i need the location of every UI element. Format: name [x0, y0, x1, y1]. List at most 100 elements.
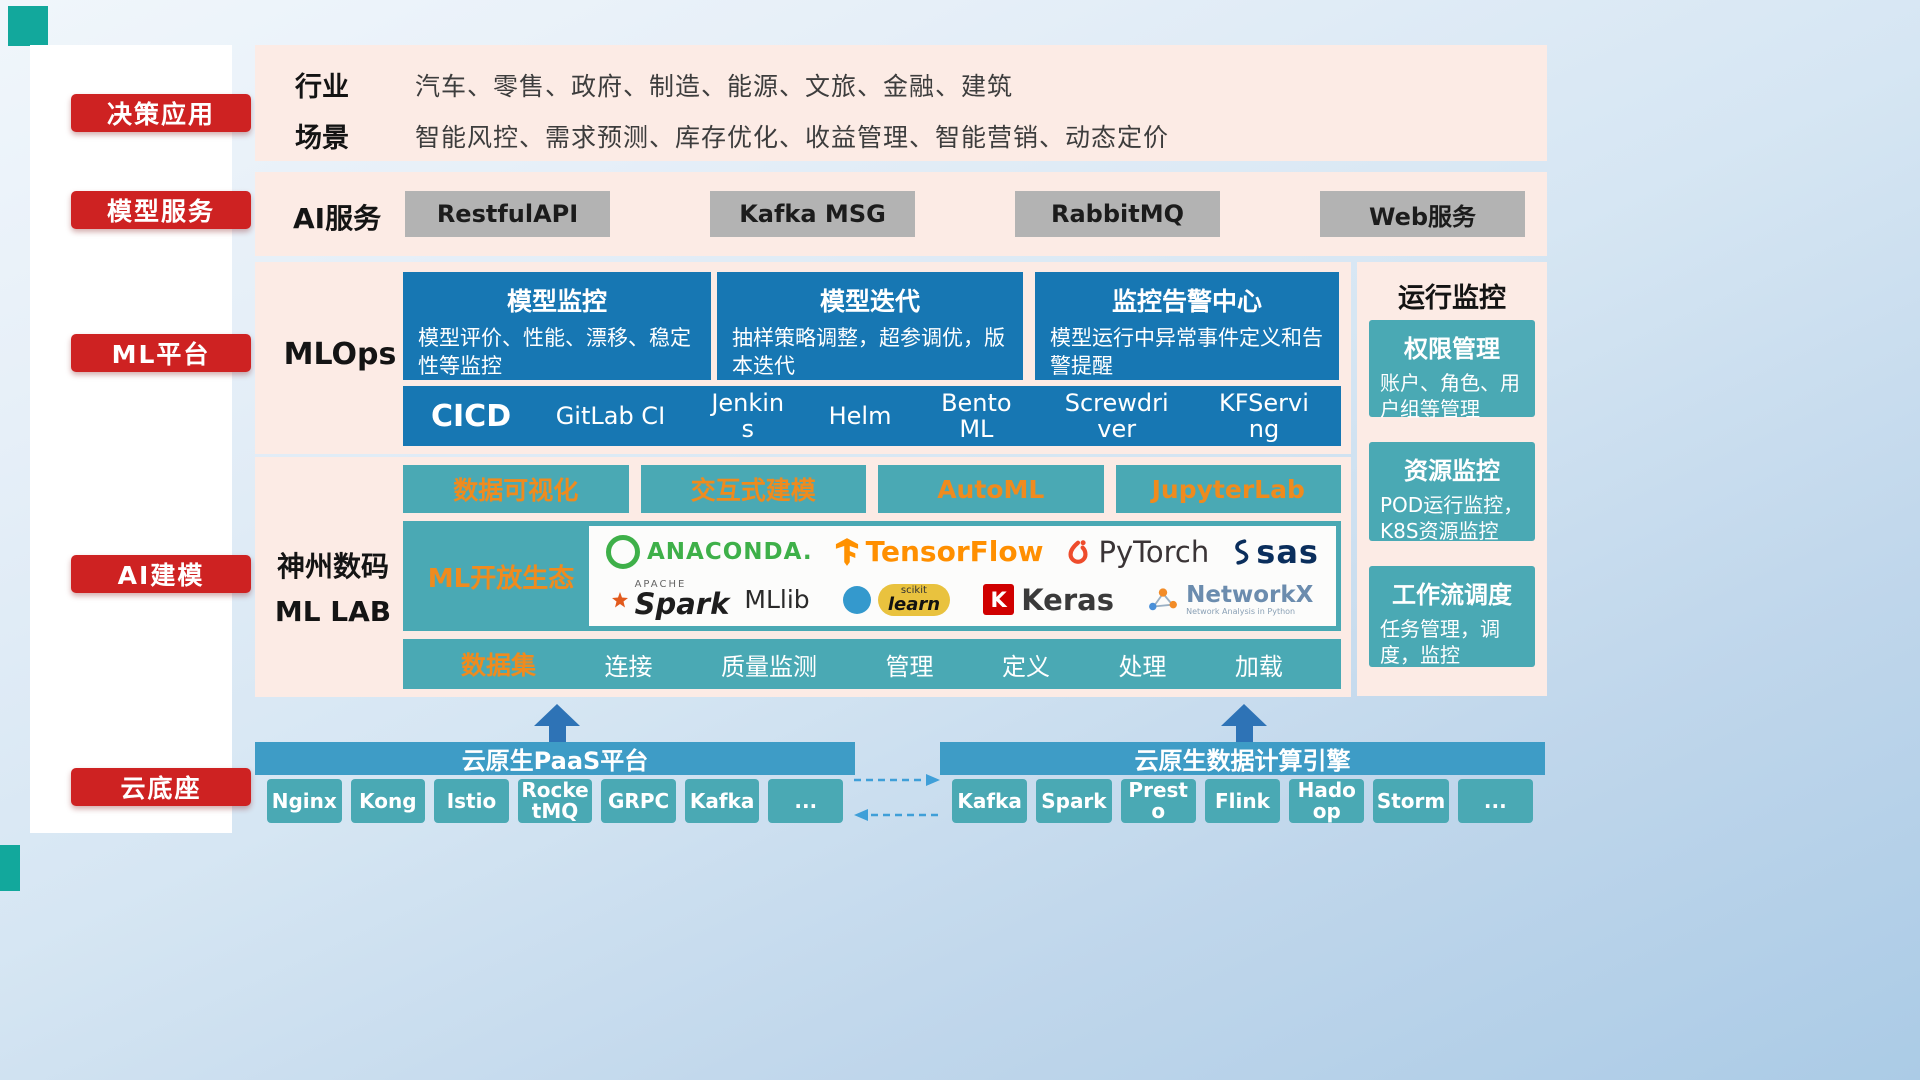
keras-logo: K Keras — [983, 583, 1114, 617]
sidebar-item-cloud-base: 云底座 — [71, 768, 251, 806]
cicd-item-jenkins: Jenkins — [711, 388, 785, 443]
dataset-item-quality: 质量监测 — [720, 652, 817, 681]
rabbitmq-button[interactable]: RabbitMQ — [1015, 191, 1220, 237]
dataset-item-define: 定义 — [1001, 652, 1050, 681]
permission-mgmt-desc: 账户、角色、用户组等管理 — [1380, 371, 1520, 421]
scikit-learn-wordmark: learn — [887, 593, 941, 615]
dataset-item-load: 加载 — [1234, 652, 1283, 681]
anaconda-wordmark: ANACONDA. — [647, 538, 813, 565]
nginx-chip[interactable]: Nginx — [267, 779, 342, 823]
alert-center-desc: 模型运行中异常事件定义和告警提醒 — [1050, 326, 1323, 379]
model-monitoring-desc: 模型评价、性能、漂移、稳定性等监控 — [418, 326, 691, 379]
tab-automl[interactable]: AutoML — [878, 465, 1104, 513]
corner-decoration-bottom — [0, 845, 20, 891]
flink-chip[interactable]: Flink — [1204, 779, 1281, 823]
anaconda-icon — [606, 534, 640, 569]
up-arrow-left — [534, 704, 580, 742]
grpc-chip[interactable]: GRPC — [601, 779, 676, 823]
pytorch-logo: PyTorch — [1065, 535, 1209, 569]
networkx-icon — [1149, 588, 1178, 610]
tab-data-visualization[interactable]: 数据可视化 — [403, 465, 629, 513]
apache-text: APACHE — [634, 579, 687, 591]
presto-chip[interactable]: Presto — [1120, 779, 1196, 823]
kafka-chip-right[interactable]: Kafka — [952, 779, 1028, 823]
dashed-connector-arrows — [854, 774, 940, 821]
scikit-learn-icon — [842, 585, 871, 614]
sidebar-item-model-service: 模型服务 — [71, 191, 251, 229]
mllab-label-line1: 神州数码 — [276, 550, 389, 583]
scenario-label: 场景 — [295, 123, 349, 154]
ai-service-panel: AI服务 RestfulAPI Kafka MSG RabbitMQ Web服务 — [255, 172, 1547, 256]
data-engine-banner: 云原生数据计算引擎 — [940, 742, 1545, 775]
logo-row-1: ANACONDA. TensorFlow PyTorch — [595, 533, 1330, 571]
workflow-schedule-card: 工作流调度 任务管理，调度，监控 — [1369, 566, 1535, 667]
model-monitoring-box: 模型监控 模型评价、性能、漂移、稳定性等监控 — [403, 272, 711, 380]
anaconda-logo: ANACONDA. — [606, 534, 813, 569]
runtime-monitor-panel: 运行监控 权限管理 账户、角色、用户组等管理 资源监控 POD运行监控，K8S资… — [1357, 262, 1547, 696]
corner-decoration-top — [8, 6, 48, 46]
restfulapi-button[interactable]: RestfulAPI — [405, 191, 610, 237]
resource-monitor-desc: POD运行监控，K8S资源监控 — [1380, 493, 1524, 543]
paas-banner: 云原生PaaS平台 — [255, 742, 855, 775]
spark-icon — [611, 591, 628, 608]
model-iteration-title: 模型迭代 — [819, 287, 920, 316]
istio-chip[interactable]: Istio — [434, 779, 509, 823]
workflow-schedule-title: 工作流调度 — [1392, 581, 1512, 609]
storm-chip[interactable]: Storm — [1373, 779, 1449, 823]
cicd-item-screwdriver: Screwdriver — [1064, 388, 1169, 443]
keras-icon: K — [983, 584, 1015, 616]
ai-service-label: AI服务 — [293, 202, 382, 235]
ml-ecosystem-logos: ANACONDA. TensorFlow PyTorch — [589, 526, 1336, 626]
mllab-label-line2: ML LAB — [274, 594, 392, 628]
sas-wordmark: sas — [1256, 532, 1319, 571]
cicd-item-bentoml: BentoML — [941, 388, 1012, 443]
spark-mllib-logo: APACHE Spark MLlib — [611, 579, 810, 619]
mllib-wordmark: MLlib — [744, 585, 810, 615]
web-service-button[interactable]: Web服务 — [1320, 191, 1525, 237]
scikit-small-text: scikit — [900, 584, 927, 596]
mllab-label: 神州数码 ML LAB — [267, 545, 399, 635]
alert-center-box: 监控告警中心 模型运行中异常事件定义和告警提醒 — [1035, 272, 1339, 380]
sas-icon — [1235, 539, 1249, 565]
data-engine-chip-row: Kafka Spark Presto Flink Hadoop Storm ..… — [940, 779, 1545, 823]
sidebar-item-decision-app: 决策应用 — [71, 94, 251, 132]
more-chip-left[interactable]: ... — [768, 779, 844, 823]
cicd-bar: CICD GitLab CI Jenkins Helm BentoML Scre… — [403, 386, 1341, 446]
runtime-monitor-title: 运行监控 — [1398, 283, 1506, 314]
hadoop-chip[interactable]: Hadoop — [1289, 779, 1365, 823]
model-monitoring-title: 模型监控 — [506, 287, 607, 316]
ml-ecosystem-label: ML开放生态 — [427, 563, 575, 594]
mllab-panel: 神州数码 ML LAB 数据可视化 交互式建模 AutoML JupyterLa… — [255, 457, 1351, 697]
resource-monitor-title: 资源监控 — [1404, 457, 1500, 485]
sidebar-item-ml-platform: ML平台 — [71, 334, 251, 372]
kong-chip[interactable]: Kong — [350, 779, 426, 823]
tensorflow-wordmark: TensorFlow — [865, 535, 1044, 569]
cicd-item-kfserving: KFServing — [1219, 388, 1309, 443]
rocketmq-chip[interactable]: RocketMQ — [517, 779, 593, 823]
model-iteration-desc: 抽样策略调整，超参调优，版本迭代 — [732, 326, 1005, 379]
spark-chip[interactable]: Spark — [1036, 779, 1112, 823]
pytorch-wordmark: PyTorch — [1098, 534, 1210, 569]
alert-center-title: 监控告警中心 — [1111, 287, 1262, 316]
dataset-item-process: 处理 — [1118, 652, 1167, 681]
resource-monitor-card: 资源监控 POD运行监控，K8S资源监控 — [1369, 442, 1535, 543]
industry-label: 行业 — [295, 72, 349, 103]
sas-logo: sas — [1231, 533, 1319, 571]
dataset-label: 数据集 — [461, 651, 537, 680]
cicd-item-helm: Helm — [828, 401, 892, 430]
sidebar-item-ai-modeling: AI建模 — [71, 555, 251, 593]
industry-panel: 行业 汽车、零售、政府、制造、能源、文旅、金融、建筑 场景 智能风控、需求预测、… — [255, 45, 1547, 161]
keras-wordmark: Keras — [1021, 582, 1114, 617]
kafka-chip-left[interactable]: Kafka — [684, 779, 760, 823]
more-chip-right[interactable]: ... — [1457, 779, 1533, 823]
mlops-label: MLOps — [283, 337, 397, 372]
mlops-panel: MLOps 模型监控 模型评价、性能、漂移、稳定性等监控 模型迭代 抽样策略调整… — [255, 262, 1351, 454]
layer-sidebar: 决策应用 模型服务 ML平台 AI建模 云底座 — [30, 45, 251, 833]
industry-list: 汽车、零售、政府、制造、能源、文旅、金融、建筑 — [415, 72, 1014, 101]
model-iteration-box: 模型迭代 抽样策略调整，超参调优，版本迭代 — [717, 272, 1023, 380]
scikit-learn-logo: scikit learn — [842, 583, 951, 616]
permission-mgmt-title: 权限管理 — [1404, 335, 1500, 363]
tab-jupyterlab[interactable]: JupyterLab — [1115, 465, 1341, 513]
kafka-msg-button[interactable]: Kafka MSG — [710, 191, 915, 237]
tab-interactive-modeling[interactable]: 交互式建模 — [640, 465, 866, 513]
